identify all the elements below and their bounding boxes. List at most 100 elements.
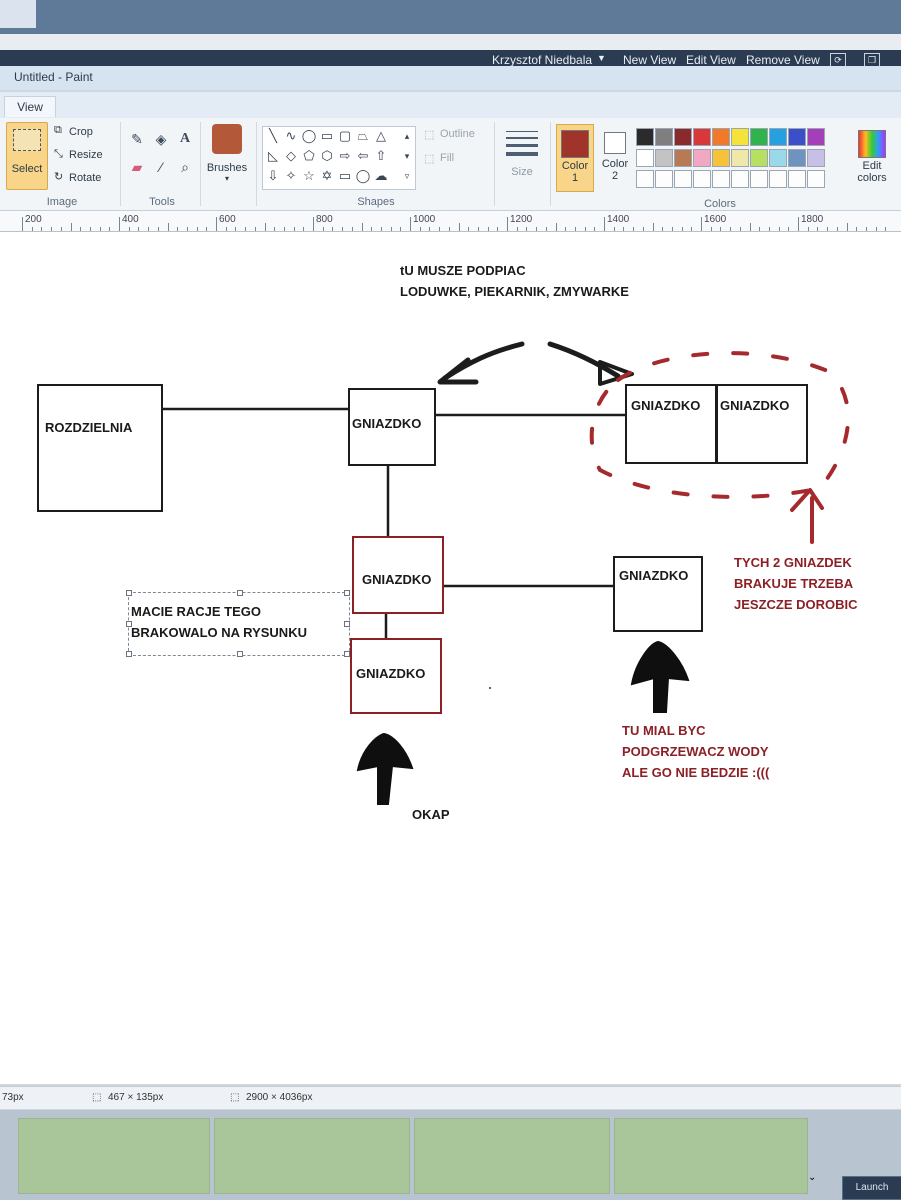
palette-swatch[interactable] bbox=[731, 128, 749, 146]
color1-button[interactable]: Color 1 bbox=[556, 124, 594, 192]
palette-swatch-empty[interactable] bbox=[693, 170, 711, 188]
palette-swatch[interactable] bbox=[769, 128, 787, 146]
session-user[interactable]: Krzysztof Niedbala bbox=[492, 53, 593, 67]
fill-button[interactable]: Fill bbox=[440, 152, 455, 164]
polygon-shape-icon[interactable]: ⏢ bbox=[357, 128, 369, 143]
up-arrow-shape-icon[interactable]: ⇧ bbox=[375, 148, 387, 163]
palette-swatch-empty[interactable] bbox=[788, 170, 806, 188]
outline-button[interactable]: Outline bbox=[440, 128, 475, 140]
size-button[interactable]: Size bbox=[500, 126, 544, 188]
palette-swatch[interactable] bbox=[693, 128, 711, 146]
callout-cloud-icon[interactable]: ☁ bbox=[374, 168, 388, 183]
session-tile[interactable] bbox=[414, 1118, 610, 1194]
palette-swatch[interactable] bbox=[788, 149, 806, 167]
palette-swatch[interactable] bbox=[769, 149, 787, 167]
refresh-icon[interactable]: ⟳ bbox=[830, 53, 846, 67]
crop-button[interactable]: Crop bbox=[69, 126, 93, 138]
brushes-button[interactable]: Brushes ▾ bbox=[206, 124, 248, 184]
edit-colors-button[interactable]: Edit colors bbox=[850, 126, 894, 192]
right-triangle-icon[interactable]: ◺ bbox=[268, 148, 278, 163]
palette-swatch-empty[interactable] bbox=[750, 170, 768, 188]
six-point-star-icon[interactable]: ✡ bbox=[321, 168, 333, 183]
palette-swatch[interactable] bbox=[636, 149, 654, 167]
text-tool-icon[interactable]: A bbox=[179, 131, 191, 146]
pencil-icon[interactable]: ✎ bbox=[131, 131, 143, 147]
five-point-star-icon[interactable]: ☆ bbox=[303, 168, 315, 183]
remote-tab[interactable] bbox=[0, 0, 36, 28]
palette-swatch-empty[interactable] bbox=[636, 170, 654, 188]
resize-handle[interactable] bbox=[237, 590, 243, 596]
palette-swatch[interactable] bbox=[807, 149, 825, 167]
resize-handle[interactable] bbox=[344, 621, 350, 627]
pentagon-shape-icon[interactable]: ⬠ bbox=[303, 148, 315, 163]
palette-swatch[interactable] bbox=[674, 128, 692, 146]
palette-swatch[interactable] bbox=[655, 128, 673, 146]
palette-swatch[interactable] bbox=[712, 149, 730, 167]
resize-icon[interactable]: ⤡ bbox=[54, 148, 63, 160]
callout-oval-icon[interactable]: ◯ bbox=[355, 168, 371, 183]
scroll-up-icon[interactable]: ▴ bbox=[404, 131, 410, 141]
crop-icon[interactable]: ⧉ bbox=[54, 124, 62, 136]
palette-swatch[interactable] bbox=[788, 128, 806, 146]
palette-swatch[interactable] bbox=[731, 149, 749, 167]
palette-swatch[interactable] bbox=[655, 149, 673, 167]
rounded-rectangle-icon[interactable]: ▢ bbox=[338, 128, 352, 143]
palette-swatch-empty[interactable] bbox=[674, 170, 692, 188]
left-arrow-shape-icon[interactable]: ⇦ bbox=[357, 148, 369, 163]
magnifier-icon[interactable]: ⌕ bbox=[181, 159, 189, 175]
palette-swatch-empty[interactable] bbox=[731, 170, 749, 188]
palette-swatch[interactable] bbox=[693, 149, 711, 167]
more-shapes-icon[interactable]: ▿ bbox=[404, 171, 410, 181]
session-tile[interactable] bbox=[214, 1118, 410, 1194]
oval-shape-icon[interactable]: ◯ bbox=[301, 128, 317, 143]
palette-swatch[interactable] bbox=[807, 128, 825, 146]
palette-swatch[interactable] bbox=[674, 149, 692, 167]
color-picker-icon[interactable]: ⁄ bbox=[159, 159, 163, 175]
callout-rect-icon[interactable]: ▭ bbox=[338, 168, 352, 183]
new-view-button[interactable]: New View bbox=[623, 53, 677, 67]
right-arrow-shape-icon[interactable]: ⇨ bbox=[339, 148, 351, 163]
tab-view[interactable]: View bbox=[4, 96, 56, 117]
session-tile[interactable] bbox=[18, 1118, 210, 1194]
palette-swatch[interactable] bbox=[750, 128, 768, 146]
launch-button[interactable]: Launch bbox=[842, 1176, 901, 1200]
text-selection-box[interactable]: MACIE RACJE TEGO BRAKOWALO NA RYSUNKU bbox=[126, 590, 350, 657]
line-shape-icon[interactable]: ╲ bbox=[269, 128, 277, 143]
chevron-down-icon[interactable]: ⌄ bbox=[808, 1172, 817, 1183]
resize-handle[interactable] bbox=[237, 651, 243, 657]
rotate-icon[interactable]: ↻ bbox=[54, 171, 64, 183]
hexagon-shape-icon[interactable]: ⬡ bbox=[321, 148, 333, 163]
palette-swatch-empty[interactable] bbox=[807, 170, 825, 188]
resize-handle[interactable] bbox=[126, 621, 132, 627]
scroll-down-icon[interactable]: ▾ bbox=[404, 151, 410, 161]
triangle-shape-icon[interactable]: △ bbox=[376, 128, 386, 143]
eraser-icon[interactable]: ▰ bbox=[131, 159, 143, 175]
resize-handle[interactable] bbox=[344, 590, 350, 596]
drawing-canvas[interactable]: ROZDZIELNIA GNIAZDKO GNIAZDKO GNIAZDKO G… bbox=[0, 232, 901, 1084]
palette-swatch-empty[interactable] bbox=[655, 170, 673, 188]
palette-swatch[interactable] bbox=[750, 149, 768, 167]
chevron-down-icon[interactable]: ▼ bbox=[597, 53, 606, 63]
outline-icon[interactable]: ⬚ bbox=[424, 129, 435, 141]
palette-swatch-empty[interactable] bbox=[769, 170, 787, 188]
edit-view-button[interactable]: Edit View bbox=[686, 53, 736, 67]
resize-handle[interactable] bbox=[344, 651, 350, 657]
rotate-button[interactable]: Rotate bbox=[69, 172, 102, 184]
session-tile[interactable] bbox=[614, 1118, 808, 1194]
palette-swatch-empty[interactable] bbox=[712, 170, 730, 188]
curve-shape-icon[interactable]: ∿ bbox=[285, 128, 297, 143]
palette-swatch[interactable] bbox=[636, 128, 654, 146]
restore-icon[interactable]: ❐ bbox=[864, 53, 880, 67]
resize-button[interactable]: Resize bbox=[69, 149, 103, 161]
fill-bucket-icon[interactable]: ◈ bbox=[155, 131, 167, 147]
shapes-gallery[interactable]: ╲ ∿ ◯ ▭ ▢ ⏢ △ ◺ ◇ ⬠ ⬡ ⇨ ⇦ ⇧ ⇩ ✧ ☆ ✡ ▭ ◯ … bbox=[262, 126, 416, 190]
resize-handle[interactable] bbox=[126, 651, 132, 657]
four-point-star-icon[interactable]: ✧ bbox=[285, 168, 297, 183]
down-arrow-shape-icon[interactable]: ⇩ bbox=[267, 168, 279, 183]
remove-view-button[interactable]: Remove View bbox=[746, 53, 820, 67]
resize-handle[interactable] bbox=[126, 590, 132, 596]
color2-button[interactable]: Color 2 bbox=[598, 124, 632, 190]
fill-icon[interactable]: ⬚ bbox=[424, 153, 435, 165]
rectangle-shape-icon[interactable]: ▭ bbox=[320, 128, 334, 143]
select-button[interactable]: Select bbox=[6, 122, 48, 190]
